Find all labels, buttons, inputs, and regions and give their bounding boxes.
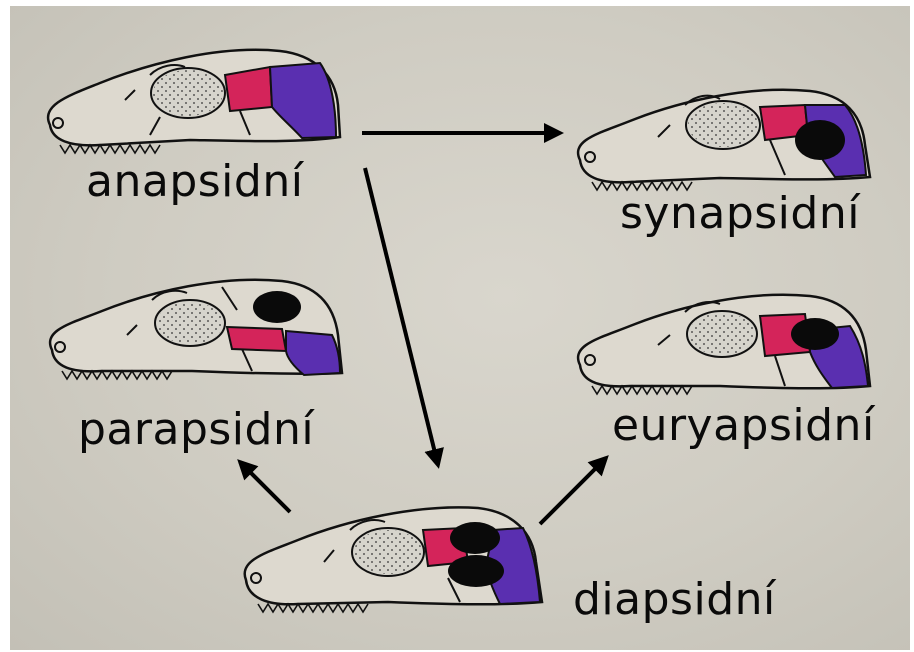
upper-fenestra xyxy=(450,522,500,554)
label-synapsid: synapsidní xyxy=(620,192,860,236)
teeth xyxy=(60,145,160,153)
skull-synapsid xyxy=(578,90,870,190)
skull-anapsid xyxy=(48,50,340,153)
parapsid-fenestra xyxy=(253,291,301,323)
red-bone xyxy=(225,67,272,111)
label-parapsid: parapsidní xyxy=(78,408,314,452)
lower-fenestra xyxy=(448,555,504,587)
synapsid-fenestra xyxy=(795,120,845,160)
skull-euryapsid xyxy=(578,295,870,394)
arrow-diapsid-to-euryapsid xyxy=(540,458,606,524)
arrow-anapsid-to-diapsid xyxy=(365,168,438,465)
label-diapsid: diapsidní xyxy=(573,578,776,622)
skull-diapsid xyxy=(245,507,542,612)
euryapsid-fenestra xyxy=(791,318,839,350)
label-euryapsid: euryapsidní xyxy=(612,404,875,448)
teeth xyxy=(258,604,368,612)
skull-parapsid xyxy=(50,280,342,379)
label-anapsid: anapsidní xyxy=(86,160,303,204)
arrow-diapsid-to-parapsid xyxy=(240,462,290,512)
red-bone xyxy=(227,327,286,351)
